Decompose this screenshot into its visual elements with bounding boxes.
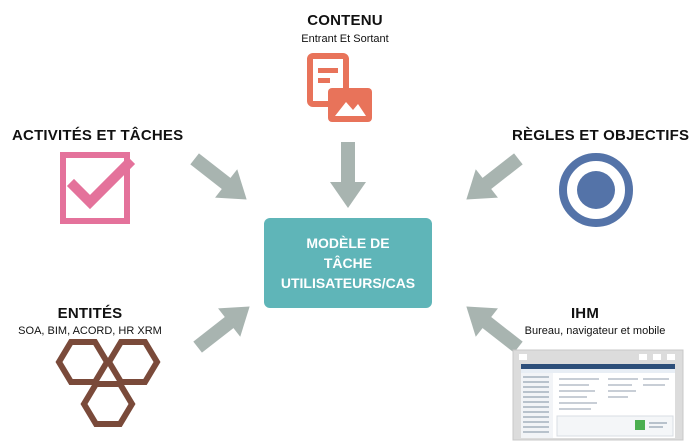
arrow-right-down-icon [190, 153, 247, 200]
center-line-3: UTILISATEURS/CAS [280, 275, 416, 291]
document-image-icon [307, 53, 372, 122]
task-model-box: MODÈLE DE TÂCHE UTILISATEURS/CAS [264, 218, 432, 308]
hexagons-icon [55, 339, 161, 427]
arrow-left-down-icon [466, 153, 523, 200]
contenu-subtitle: Entrant Et Sortant [301, 33, 389, 45]
ihm-subtitle: Bureau, navigateur et mobile [524, 325, 666, 337]
entites-title: ENTITÉS [57, 305, 123, 322]
ihm-title: IHM [570, 305, 600, 322]
arrow-right-up-icon [193, 306, 250, 353]
center-line-2: TÂCHE [323, 255, 373, 271]
checkbox-checkmark-icon [60, 152, 136, 224]
entites-subtitle: SOA, BIM, ACORD, HR XRM [18, 325, 162, 337]
arrow-left-up-icon [466, 306, 523, 353]
app-window-screenshot-icon [512, 349, 684, 441]
target-icon [559, 153, 633, 227]
activites-title: ACTIVITÉS ET TÂCHES [12, 127, 184, 144]
center-line-1: MODÈLE DE [306, 235, 390, 251]
arrow-down-icon [330, 142, 366, 208]
regles-title: RÈGLES ET OBJECTIFS [512, 127, 689, 144]
contenu-title: CONTENU [307, 12, 383, 29]
